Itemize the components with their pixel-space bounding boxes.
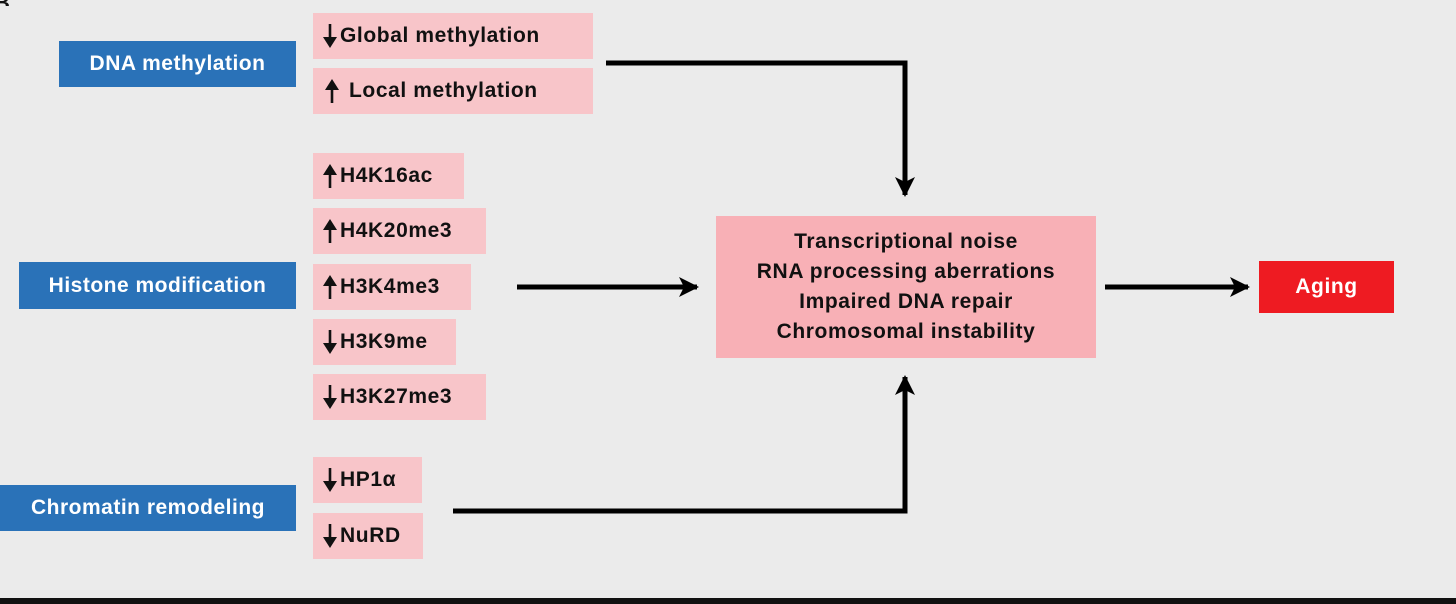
change-label: H4K16ac (340, 164, 433, 187)
outcome-item: Chromosomal instability (776, 320, 1036, 343)
change-h3k4me3: H3K4me3 (313, 264, 471, 310)
change-label: NuRD (340, 524, 401, 547)
change-label: H4K20me3 (340, 219, 453, 242)
change-label: H3K4me3 (340, 275, 440, 298)
up-arrow-icon (323, 275, 337, 299)
change-label: H3K9me (340, 330, 428, 353)
down-arrow-icon (323, 24, 337, 48)
change-nurd: NuRD (313, 513, 423, 559)
outcomes-box: Transcriptional noise RNA processing abe… (716, 216, 1096, 358)
outcome-item: Transcriptional noise (794, 230, 1018, 253)
category-chromatin-remodeling: Chromatin remodeling (0, 485, 296, 531)
outcome-item: Impaired DNA repair (799, 290, 1013, 313)
change-hp1-alpha: HP1α (313, 457, 422, 503)
change-label: Global methylation (340, 24, 540, 47)
outcome-item: RNA processing aberrations (756, 260, 1056, 283)
change-h3k27me3: H3K27me3 (313, 374, 486, 420)
change-local-methylation: Local methylation (313, 68, 593, 114)
bottom-border (0, 598, 1456, 604)
category-label: Histone modification (48, 273, 267, 297)
change-label: H3K27me3 (340, 385, 453, 408)
change-label: HP1α (340, 468, 397, 491)
category-label: DNA methylation (89, 52, 266, 75)
up-arrow-icon (325, 79, 339, 103)
up-arrow-icon (323, 219, 337, 243)
change-h3k9me: H3K9me (313, 319, 456, 365)
aging-label: Aging (1295, 275, 1358, 298)
change-h4k16ac: H4K16ac (313, 153, 464, 199)
chromatin-to-outcomes-arrow (453, 375, 915, 514)
category-histone-modification: Histone modification (19, 262, 296, 309)
down-arrow-icon (323, 468, 337, 492)
change-label: Local methylation (349, 79, 538, 102)
category-label: Chromatin remodeling (30, 496, 266, 519)
change-global-methylation: Global methylation (313, 13, 593, 59)
category-dna-methylation: DNA methylation (59, 41, 296, 87)
panel-letter: B (0, 0, 12, 6)
aging-box: Aging (1259, 261, 1394, 313)
down-arrow-icon (323, 385, 337, 409)
dna-methylation-to-outcomes-arrow (606, 60, 915, 197)
up-arrow-icon (323, 164, 337, 188)
down-arrow-icon (323, 524, 337, 548)
change-h4k20me3: H4K20me3 (313, 208, 486, 254)
down-arrow-icon (323, 330, 337, 354)
